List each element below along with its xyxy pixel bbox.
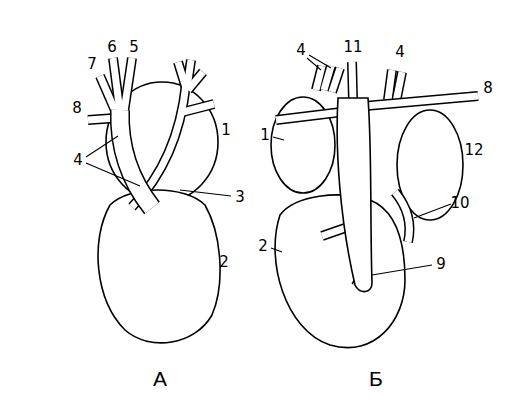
callout-number: 4 <box>296 43 306 58</box>
heart-view-a <box>86 58 231 343</box>
callout-number: 2 <box>219 255 229 270</box>
callout-number: 9 <box>436 257 446 272</box>
callout-number: 4 <box>395 45 405 60</box>
callout-number: 2 <box>258 239 268 254</box>
callout-number: 8 <box>483 81 493 96</box>
callout-number: 10 <box>450 196 469 211</box>
callout-number: 6 <box>107 40 117 55</box>
callout-number: 7 <box>87 57 97 72</box>
callout-number: 12 <box>464 143 483 158</box>
callout-number: 11 <box>343 40 362 55</box>
callout-number: 8 <box>72 101 82 116</box>
callout-number: 1 <box>221 123 231 138</box>
callout-number: 5 <box>129 40 139 55</box>
heart-view-b <box>271 55 478 348</box>
view-letter: Б <box>369 368 383 389</box>
callout-number: 1 <box>260 128 270 143</box>
callout-number: 4 <box>73 153 83 168</box>
view-letter: А <box>153 368 167 389</box>
callout-number: 3 <box>235 190 245 205</box>
